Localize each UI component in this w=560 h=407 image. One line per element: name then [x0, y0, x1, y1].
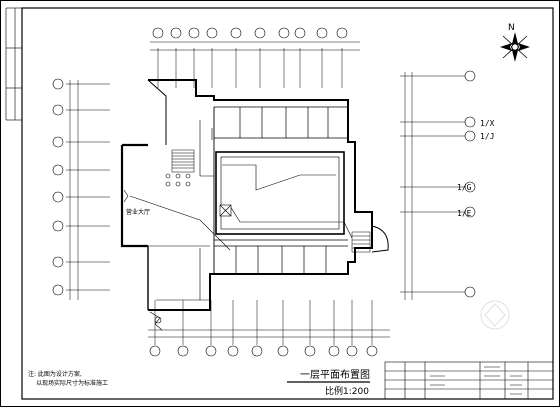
bottom-dimension-lines [148, 300, 390, 345]
fixtures [123, 173, 232, 217]
grid-label-1x: 1/X [480, 119, 495, 128]
grid-label-1j: 1/J [480, 132, 494, 141]
room-label: 营业大厅 [126, 208, 150, 216]
wiring-lines [129, 120, 353, 251]
north-label: N [508, 23, 515, 33]
grid-label-1g: 1/G [457, 183, 472, 192]
right-dimension-lines [400, 72, 468, 300]
grid-label-1e: 1/E [457, 209, 472, 218]
note-line-1: 注: 此图为设计方案, [28, 370, 82, 378]
top-grid-bubbles [152, 27, 348, 39]
drawing-scale: 比例1:200 [325, 385, 369, 397]
left-grid-bubbles [52, 78, 64, 296]
watermark-logo [480, 300, 510, 330]
title-block [384, 361, 554, 400]
note-line-2: 以现场实际尺寸为标准施工 [36, 379, 108, 387]
right-grid-bubbles [464, 70, 476, 298]
title-block-scribbles [430, 366, 522, 395]
staircase [171, 149, 195, 173]
building-walls [120, 79, 389, 311]
inner-border [21, 7, 554, 400]
bottom-grid-bubbles [149, 345, 378, 357]
plant-symbol-icon [149, 311, 163, 331]
top-dimension-lines [150, 41, 360, 88]
north-arrow-icon [500, 32, 530, 62]
drawing-title: 一层平面布置图 [300, 369, 370, 381]
right-stair [351, 231, 371, 253]
left-dimension-lines [66, 80, 110, 300]
